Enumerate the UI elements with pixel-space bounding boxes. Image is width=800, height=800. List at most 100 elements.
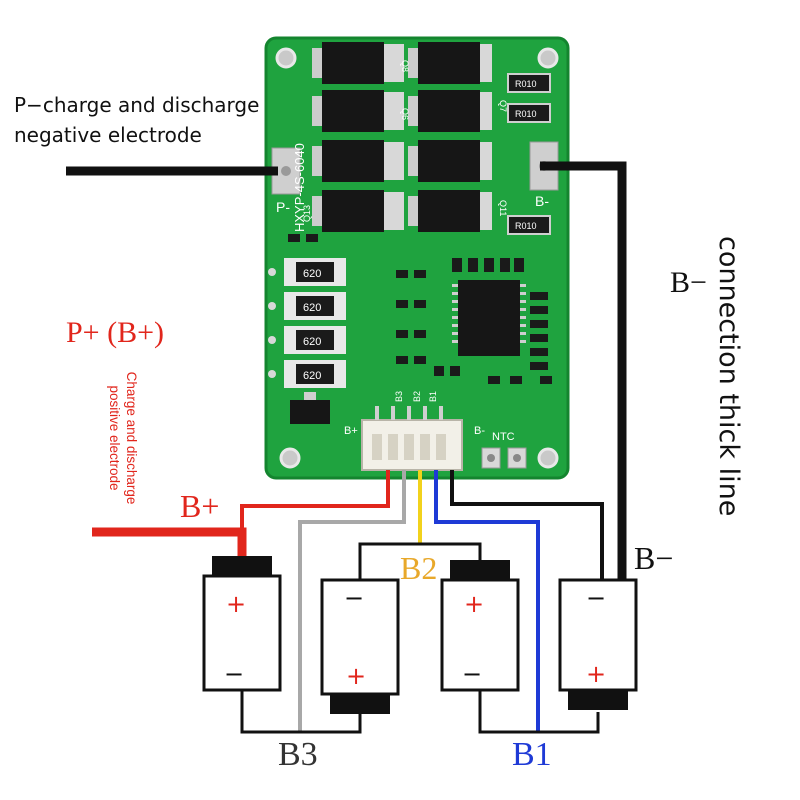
board-model-text: HXYP-4S-6040	[292, 143, 307, 232]
mosfet-pins	[408, 96, 418, 126]
mosfet-label: Q8	[400, 60, 410, 72]
mosfet	[418, 140, 480, 182]
battery-cell-4	[558, 578, 638, 710]
resistor-text: R010	[515, 221, 537, 231]
battery-cell-1	[202, 556, 282, 692]
connector-slots	[372, 434, 446, 460]
via	[268, 268, 276, 276]
p-plus-desc-line2: positive electrode	[107, 385, 122, 491]
connection-thick-line-label: connection thick line	[713, 236, 744, 517]
cell-4-bottom-sign: +	[586, 660, 606, 688]
mosfet	[418, 190, 480, 232]
mosfet-pins	[312, 196, 322, 226]
mosfet-pins	[408, 146, 418, 176]
balance-resistors	[284, 258, 346, 388]
ic-pins	[452, 284, 526, 343]
p-minus-label-line1: P−charge and discharge	[14, 93, 260, 117]
b-plus-label: B+	[180, 488, 220, 524]
cell-2-bottom-sign: +	[346, 662, 366, 690]
cell-link-bottom-left	[240, 690, 362, 734]
conn-bminus-text: B-	[474, 425, 485, 437]
mosfet	[418, 90, 480, 132]
mosfet	[322, 90, 384, 132]
p-minus-label: P−charge and discharge negative electrod…	[14, 90, 259, 150]
pad-b-text: B-	[535, 193, 549, 209]
balance-resistor-text: 620	[303, 268, 321, 280]
shunt-resistor	[507, 103, 551, 123]
cell-cap-bottom	[330, 694, 390, 714]
pad-p-text: P-	[276, 199, 290, 215]
via	[268, 336, 276, 344]
mosfet	[322, 42, 384, 84]
ntc-text: NTC	[492, 431, 515, 443]
via	[268, 370, 276, 378]
cell-2-top-sign: −	[344, 584, 364, 612]
transistor	[290, 400, 330, 424]
cell-link-bottom-right	[478, 690, 600, 734]
balance-resistor-text: 620	[303, 370, 321, 382]
mosfet-label: Q11	[498, 200, 508, 216]
shunt-resistor	[507, 215, 551, 235]
conn-pin-label: B3	[394, 391, 404, 402]
mosfet	[418, 42, 480, 84]
p-plus-label: P+ (B+)	[66, 316, 165, 349]
p-plus-description: Charge and discharge positive electrode	[106, 358, 140, 518]
resistor-text: R010	[515, 79, 537, 89]
p-plus-desc-line1: Charge and discharge	[124, 371, 139, 505]
mosfet	[322, 190, 384, 232]
cell-3-top-sign: +	[464, 590, 484, 618]
b2-label: B2	[400, 550, 438, 586]
transistor-tab	[304, 392, 316, 400]
board-edge-shade	[264, 36, 570, 480]
b-minus-balance-wire	[450, 470, 604, 580]
p-minus-label-line2: negative electrode	[14, 123, 202, 147]
mosfet-pins	[312, 48, 322, 78]
b-minus-bottom-label: B−	[634, 540, 674, 576]
battery-cell-3	[440, 560, 520, 692]
ntc-hole	[513, 454, 521, 462]
cell-3-bottom-sign: −	[462, 660, 482, 688]
small-passives	[288, 234, 552, 384]
mosfet-label: Q7	[498, 100, 508, 112]
mosfet-tab	[480, 142, 492, 180]
mosfet-array	[312, 42, 492, 232]
mosfet-tab	[384, 44, 404, 82]
balance-resistor-text: 620	[303, 302, 321, 314]
pcb-board: P- B-	[264, 36, 570, 480]
mosfet-pins	[312, 146, 322, 176]
cell-1-top-sign: +	[226, 590, 246, 618]
conn-pin-label: B2	[412, 391, 422, 402]
mosfet	[322, 140, 384, 182]
mosfet-label: Q6	[400, 108, 410, 120]
mosfet-tab	[384, 192, 404, 230]
b-minus-thick-wire	[540, 161, 627, 580]
b1-label: B1	[512, 736, 552, 773]
cell-4-top-sign: −	[586, 584, 606, 612]
mosfet-pins	[408, 196, 418, 226]
b3-wire	[298, 470, 406, 732]
shunt-resistor	[507, 73, 551, 93]
cell-body	[440, 578, 520, 692]
cell-cap-top	[450, 560, 510, 580]
mounting-hole	[537, 447, 559, 469]
connector-pins	[375, 406, 443, 420]
via	[268, 302, 276, 310]
battery-cell-2	[320, 578, 400, 714]
ntc-hole	[487, 454, 495, 462]
resistor-text: R010	[515, 109, 537, 119]
b3-label: B3	[278, 736, 318, 773]
cell-1-bottom-sign: −	[224, 660, 244, 688]
mosfet-label: Q13	[302, 205, 312, 222]
conn-bplus-text: B+	[344, 425, 358, 437]
mosfet-tab	[384, 92, 404, 130]
b-plus-balance-wire	[240, 470, 390, 530]
protection-ic	[458, 280, 520, 356]
mosfet-pins	[312, 96, 322, 126]
mosfet-pins	[408, 48, 418, 78]
cell-body	[202, 574, 282, 692]
b1-wire	[434, 470, 540, 732]
mosfet-tab	[384, 142, 404, 180]
mounting-hole	[275, 47, 297, 69]
b-minus-top-label: B−	[670, 266, 707, 299]
